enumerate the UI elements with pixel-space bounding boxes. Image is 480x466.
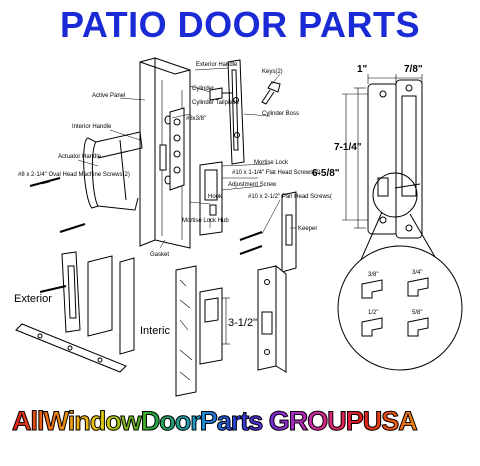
exterior-handle-part — [227, 59, 245, 165]
dim-height-6-5-8: 6-5/8" — [312, 168, 340, 179]
active-panel — [139, 57, 191, 249]
hook-detail-circle — [337, 172, 463, 371]
brand-text: AllWindowDoorParts GROUPUSA — [12, 406, 419, 437]
label-flat-head-screws: #10 x 1-1/4" Flat Head Screws(2) — [232, 170, 321, 176]
label-exterior-handle: Exterior Handle — [196, 62, 238, 68]
mortise-lock-plate — [169, 107, 185, 191]
leader-lines — [41, 67, 296, 249]
footer-brand: AllWindowDoorParts GROUPUSA — [12, 406, 472, 446]
label-gasket: Gasket — [150, 252, 169, 258]
interior-handle-part — [83, 131, 143, 211]
hook-offset-3-4: 3/4" — [412, 270, 422, 276]
label-actuator-handle: Actuator Handle — [58, 154, 102, 160]
label-mortise-lock-hub: Mortise Lock Hub — [182, 218, 229, 224]
label-cylinder-tailpiece: Cylinder Tailpiece — [192, 100, 240, 106]
label-pan-head-screws: #10 x 2-1/2" Pan Head Screws( — [248, 194, 332, 200]
bottom-rail — [15, 323, 127, 373]
dim-width-1: 1" — [357, 64, 368, 75]
label-interior: Interic — [140, 325, 170, 337]
hook-offset-3-8: 3/8" — [368, 272, 378, 278]
keys-part — [261, 81, 281, 105]
label-cylinder-boss: Cylinder Boss — [262, 111, 299, 117]
dimension-lines — [342, 74, 423, 229]
screws-left — [29, 177, 86, 233]
label-mortise-lock: Mortise Lock — [254, 160, 289, 166]
parts-diagram: Exterior Handle Keys(2) Active Panel Cyl… — [14, 57, 463, 397]
label-screw-8x3-8: #8x3/8" — [186, 116, 206, 122]
dim-width-7-8: 7/8" — [404, 64, 423, 75]
hook-offset-5-8: 5/8" — [412, 310, 422, 316]
label-active-panel: Active Panel — [92, 93, 125, 99]
label-keeper: Keeper — [298, 226, 317, 232]
label-adjustment-screw: Adjustment Screw — [228, 182, 277, 188]
hook-offset-1-2: 1/2" — [368, 310, 378, 316]
mortise-lock-body — [199, 161, 223, 236]
dimension-handle — [367, 79, 423, 239]
cylinder-part — [209, 87, 232, 101]
keeper-part — [239, 191, 297, 273]
page-title: PATIO DOOR PARTS — [59, 4, 420, 45]
label-spacing: 3-1/2" — [228, 317, 257, 329]
label-interior-handle: Interior Handle — [72, 124, 112, 130]
exterior-handle-set — [39, 251, 135, 355]
label-oval-head-screws: #8 x 2-1/4" Oval Head Machine Screws(2) — [18, 172, 130, 178]
mounted-handle — [175, 265, 230, 397]
label-cylinder: Cylinder — [192, 86, 214, 92]
label-keys: Keys(2) — [262, 69, 283, 75]
label-exterior: Exterior — [14, 293, 52, 305]
keeper-bottom — [257, 264, 287, 373]
dim-height-7-1-4: 7-1/4" — [334, 142, 362, 153]
label-hook: Hook — [208, 194, 223, 200]
